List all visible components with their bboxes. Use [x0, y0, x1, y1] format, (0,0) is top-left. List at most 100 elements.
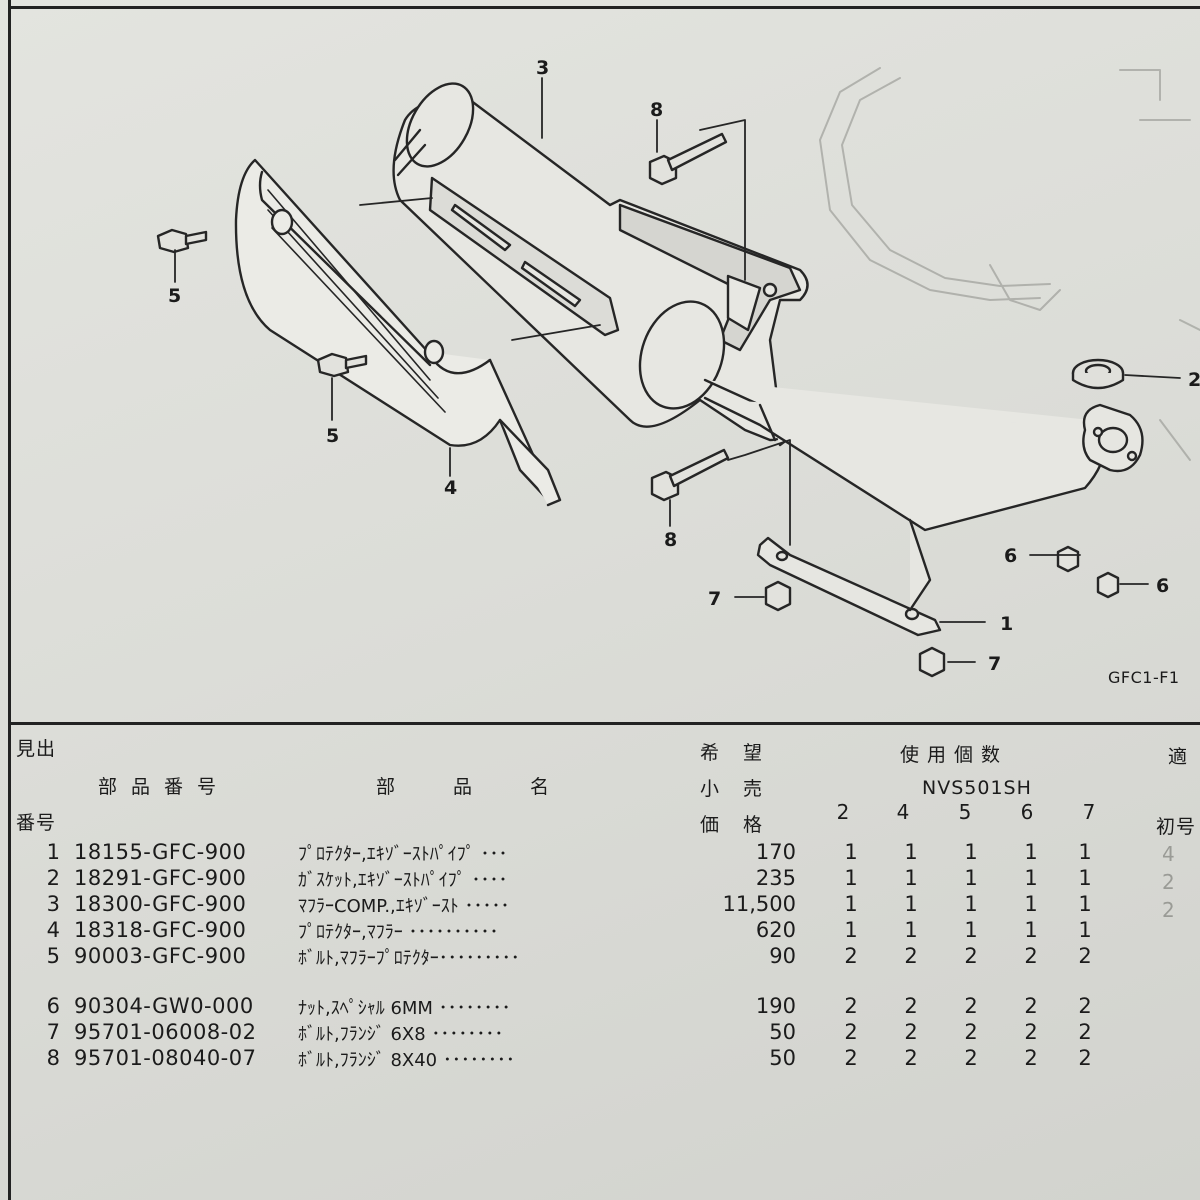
qty: 1	[904, 918, 918, 942]
qty: 1	[1078, 918, 1092, 942]
page-border-top	[8, 6, 1200, 9]
qty-col-6: 6	[1020, 800, 1034, 824]
ref-no: 1	[46, 840, 60, 864]
header-first-no: 初号	[1156, 816, 1197, 838]
bleed-through-digit: 4	[1162, 842, 1175, 866]
header-applicability: 適	[1168, 746, 1189, 768]
callout-4: 4	[444, 477, 457, 499]
qty: 1	[844, 866, 858, 890]
figure-code: GFC1-F1	[1108, 668, 1180, 687]
callout-3: 3	[536, 57, 549, 79]
part-number: 90003-GFC-900	[74, 944, 247, 968]
table-row: 7 95701-06008-02 ﾎﾞﾙﾄ,ﾌﾗﾝｼﾞ 6X8 ････････…	[0, 1020, 1200, 1046]
part-name: ﾎﾞﾙﾄ,ﾌﾗﾝｼﾞ 8X40 ････････	[298, 1050, 515, 1071]
qty: 1	[904, 892, 918, 916]
qty: 2	[964, 1020, 978, 1044]
part-number: 90304-GW0-000	[74, 994, 254, 1018]
callout-8a: 8	[650, 99, 663, 121]
qty: 1	[1024, 918, 1038, 942]
qty: 2	[1078, 1020, 1092, 1044]
ref-no: 2	[46, 866, 60, 890]
header-price-2: 小売	[700, 778, 787, 800]
qty: 1	[1078, 840, 1092, 864]
table-row: 6 90304-GW0-000 ﾅｯﾄ,ｽﾍﾟｼｬﾙ 6MM ････････ …	[0, 994, 1200, 1020]
table-row: 1 18155-GFC-900 ﾌﾟﾛﾃｸﾀｰ,ｴｷｿﾞｰｽﾄﾊﾟｲﾌﾟ ･･･…	[0, 840, 1200, 866]
qty: 2	[964, 1046, 978, 1070]
table-row: 2 18291-GFC-900 ｶﾞｽｹｯﾄ,ｴｷｿﾞｰｽﾄﾊﾟｲﾌﾟ ････…	[0, 866, 1200, 892]
part-name: ﾅｯﾄ,ｽﾍﾟｼｬﾙ 6MM ････････	[298, 998, 511, 1019]
qty: 2	[1078, 944, 1092, 968]
exhaust-flange	[1082, 403, 1144, 473]
qty: 2	[964, 994, 978, 1018]
qty-col-5: 5	[958, 800, 972, 824]
qty: 2	[844, 1020, 858, 1044]
price: 11,500	[722, 892, 796, 916]
part-number: 95701-08040-07	[74, 1046, 257, 1070]
table-row: 3 18300-GFC-900 ﾏﾌﾗｰCOMP.,ｴｷｿﾞｰｽﾄ ･････ …	[0, 892, 1200, 918]
header-model: NVS501SH	[922, 777, 1032, 799]
qty: 2	[844, 994, 858, 1018]
exhaust-pipe-protector	[756, 518, 942, 637]
qty: 2	[1024, 1020, 1038, 1044]
qty: 2	[904, 1046, 918, 1070]
price: 190	[755, 994, 796, 1018]
qty: 2	[1024, 944, 1038, 968]
qty: 2	[904, 944, 918, 968]
qty: 1	[904, 866, 918, 890]
qty: 2	[1024, 1046, 1038, 1070]
qty-col-7: 7	[1082, 800, 1096, 824]
exploded-parts-diagram: 1 2 3 4 5 5 6 6 7 7 8 8	[156, 57, 1200, 678]
muffler-comp	[392, 82, 1107, 532]
header-price-1: 希望	[700, 742, 787, 764]
price: 235	[755, 866, 796, 890]
qty: 1	[1078, 892, 1092, 916]
part-name: ﾌﾟﾛﾃｸﾀｰ,ｴｷｿﾞｰｽﾄﾊﾟｲﾌﾟ ･･･	[298, 844, 508, 865]
callout-6a: 6	[1004, 545, 1017, 567]
header-price-3: 価格	[700, 814, 787, 836]
header-part-number: 部品番号	[98, 776, 231, 798]
qty: 1	[844, 892, 858, 916]
qty: 2	[904, 994, 918, 1018]
ref-no: 6	[46, 994, 60, 1018]
qty: 1	[964, 918, 978, 942]
callout-2: 2	[1188, 369, 1200, 391]
qty: 2	[904, 1020, 918, 1044]
price: 50	[769, 1046, 796, 1070]
qty: 2	[1078, 1046, 1092, 1070]
qty: 2	[964, 944, 978, 968]
qty: 1	[904, 840, 918, 864]
part-number: 95701-06008-02	[74, 1020, 257, 1044]
bleed-through-digit: 2	[1162, 870, 1175, 894]
ghost-diagram	[819, 67, 1200, 461]
price: 620	[755, 918, 796, 942]
ref-no: 4	[46, 918, 60, 942]
page-border-left	[8, 0, 11, 1200]
header-qty-title: 使用個数	[900, 744, 1009, 766]
part-name: ｶﾞｽｹｯﾄ,ｴｷｿﾞｰｽﾄﾊﾟｲﾌﾟ ････	[298, 870, 508, 891]
qty: 2	[844, 944, 858, 968]
header-ref-no-top: 見出	[16, 738, 57, 760]
table-row: 8 95701-08040-07 ﾎﾞﾙﾄ,ﾌﾗﾝｼﾞ 8X40 ･･･････…	[0, 1046, 1200, 1072]
price: 170	[755, 840, 796, 864]
part-number: 18318-GFC-900	[74, 918, 247, 942]
qty: 1	[1024, 866, 1038, 890]
ref-no: 3	[46, 892, 60, 916]
qty-col-2: 2	[836, 800, 850, 824]
qty: 1	[964, 892, 978, 916]
qty: 1	[964, 866, 978, 890]
header-part-name: 部品名	[376, 776, 608, 798]
callout-6b: 6	[1156, 575, 1169, 597]
part-name: ﾎﾞﾙﾄ,ﾏﾌﾗｰﾌﾟﾛﾃｸﾀｰ･････････	[298, 948, 520, 969]
callout-8b: 8	[664, 529, 677, 551]
table-row: 4 18318-GFC-900 ﾌﾟﾛﾃｸﾀｰ,ﾏﾌﾗｰ ･･････････ …	[0, 918, 1200, 944]
qty: 1	[844, 918, 858, 942]
callout-1: 1	[1000, 613, 1013, 635]
price: 90	[769, 944, 796, 968]
qty: 1	[1078, 866, 1092, 890]
flange-bolt-6x8	[764, 580, 946, 678]
part-number: 18291-GFC-900	[74, 866, 247, 890]
header-ref-no-bottom: 番号	[16, 812, 57, 834]
part-number: 18155-GFC-900	[74, 840, 247, 864]
callout-7b: 7	[988, 653, 1001, 675]
